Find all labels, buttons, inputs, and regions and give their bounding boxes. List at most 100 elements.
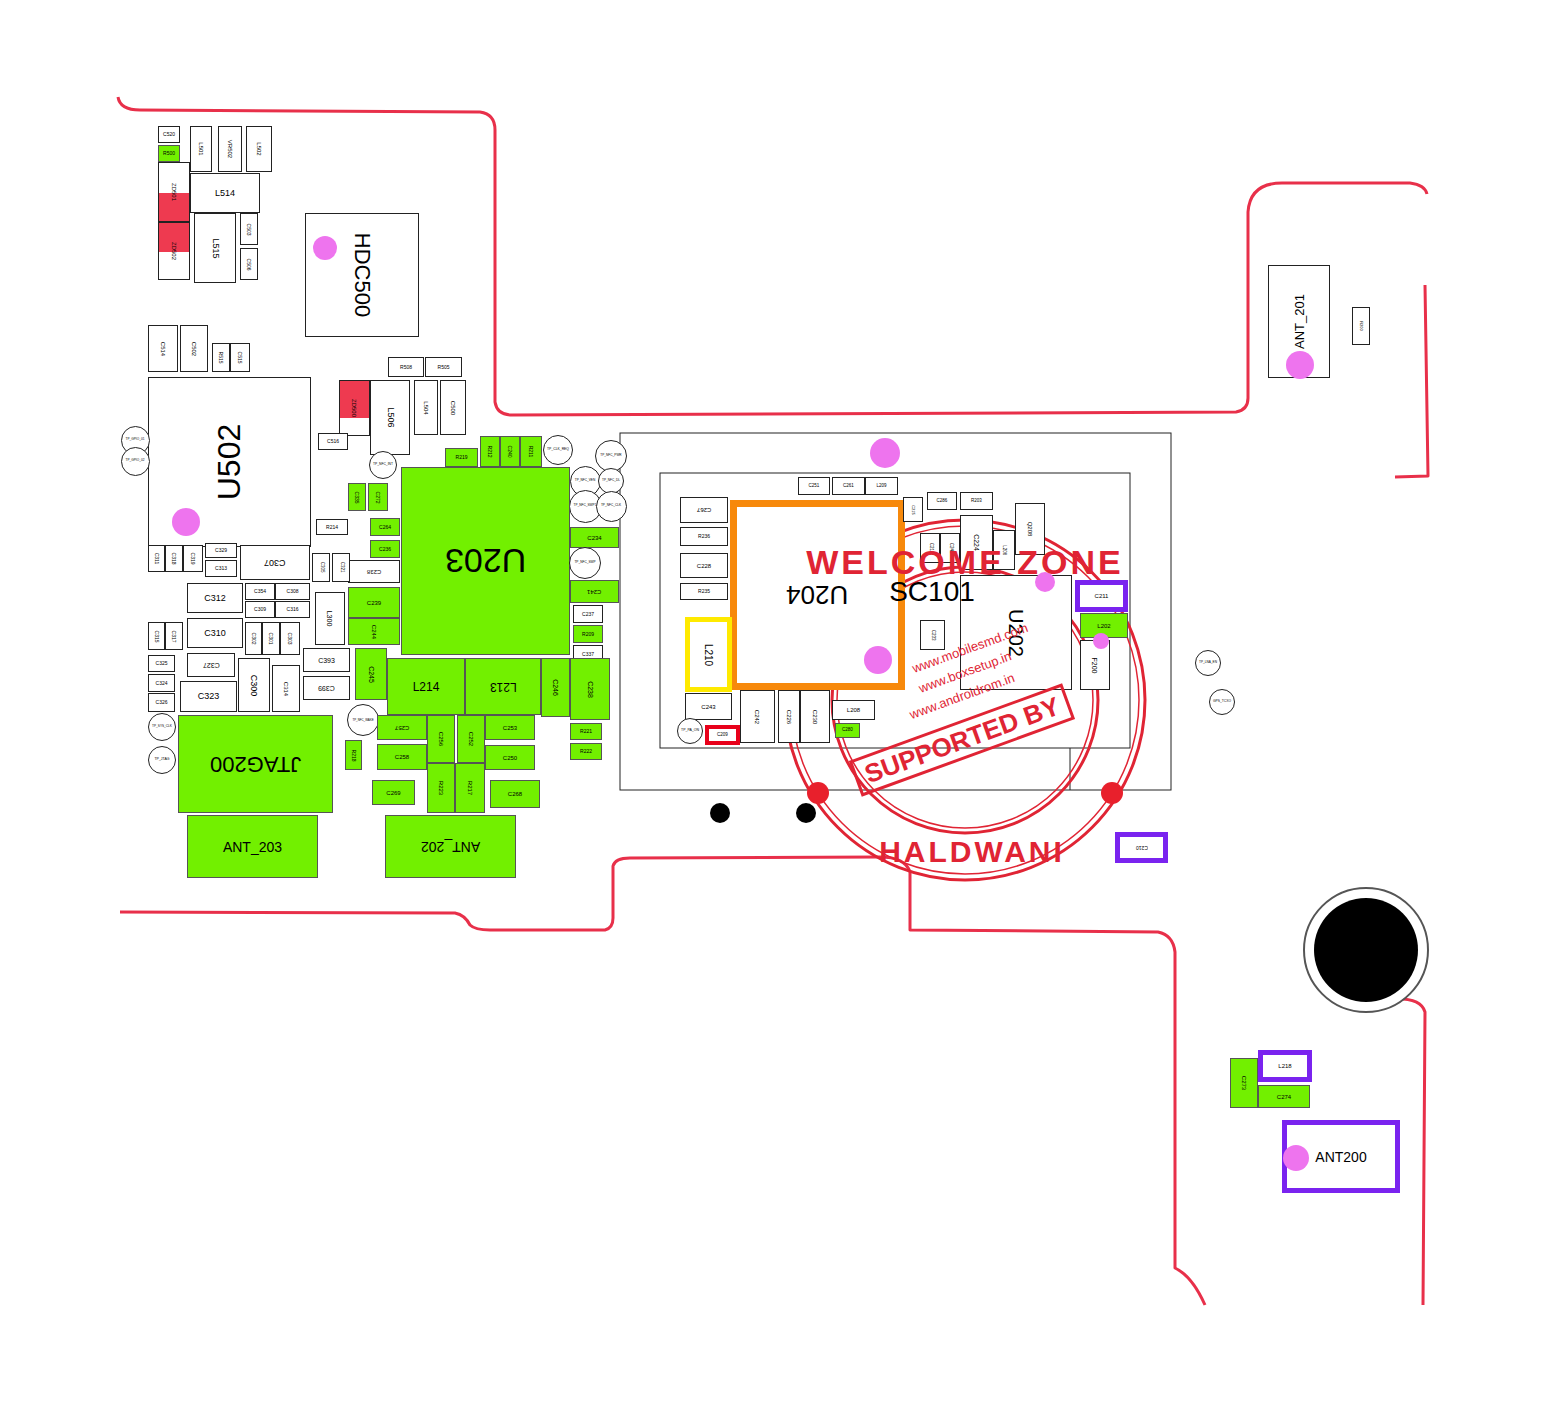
part-name: C213: [928, 543, 933, 554]
part-name: C337: [582, 652, 594, 657]
component-box: C308: [275, 583, 310, 600]
part-name: C312: [204, 594, 226, 603]
test-point: TP_NFC_WAKE: [347, 704, 379, 736]
component-box: R236: [680, 527, 728, 546]
part-name: C329: [215, 548, 227, 553]
part-name: R200: [1359, 321, 1363, 331]
test-point: TP_CLK_REQ: [543, 435, 573, 465]
part-name: C514: [160, 341, 166, 355]
test-point-name: TP_NFC_PWR: [600, 454, 621, 457]
test-point-name: TP_SYS_CLK: [152, 725, 172, 728]
component-box: L514: [190, 173, 260, 213]
component-box: R223: [427, 763, 455, 813]
part-name: C335: [354, 491, 359, 503]
part-name: C393: [318, 657, 335, 664]
part-name: R235: [698, 589, 710, 594]
part-name: C515: [237, 352, 242, 364]
component-box: C399: [303, 676, 350, 700]
mounting-dot: [796, 803, 816, 823]
component-box: R203: [960, 492, 993, 510]
part-name: C303: [287, 633, 292, 645]
component-box: C325: [148, 655, 175, 672]
component-box: C321: [332, 553, 350, 582]
component-box: C250: [485, 745, 535, 770]
part-name: L213: [490, 681, 517, 693]
component-box: C520: [158, 126, 180, 143]
test-point-name: TP_NFC_DL: [602, 479, 620, 482]
part-name: C273: [1241, 1076, 1247, 1090]
component-box: C327: [187, 653, 235, 677]
part-name: C251: [809, 484, 820, 489]
component-box: C303: [280, 622, 300, 655]
part-name: C246: [552, 679, 559, 696]
component-box: R217: [455, 763, 485, 813]
component-box: C242: [740, 690, 775, 743]
test-point-dot: [172, 508, 200, 536]
part-name: L502: [256, 142, 262, 155]
component-box: ZD501: [158, 162, 190, 222]
part-name: U502: [214, 424, 246, 501]
test-point: TP_PA_ON: [677, 718, 703, 744]
part-name: L202: [1097, 623, 1110, 629]
component-box: ZD502: [158, 222, 190, 280]
part-name: C261: [843, 484, 854, 489]
part-name: ANT_202: [421, 840, 480, 854]
component-box: C215: [903, 497, 923, 522]
component-box: C315: [148, 622, 165, 650]
part-name: C520: [163, 132, 175, 137]
mounting-dot: [710, 803, 730, 823]
component-box: C240: [500, 436, 520, 467]
part-name: C302: [251, 633, 256, 645]
component-box: C515: [230, 343, 250, 372]
component-box: C257: [377, 715, 427, 740]
part-name: VR502: [227, 140, 233, 158]
part-name: L515: [211, 238, 220, 258]
part-name: C313: [215, 566, 227, 571]
part-name: C245: [367, 666, 374, 683]
vibrator-motor: [1304, 888, 1428, 1012]
test-point-dot: [864, 646, 892, 674]
part-name: L501: [198, 142, 204, 155]
part-name: L210: [704, 643, 714, 665]
component-box: C233: [920, 620, 945, 650]
part-name: R218: [351, 749, 356, 761]
component-box: C211: [1075, 580, 1128, 612]
part-name: C500: [450, 400, 456, 414]
component-box: C335: [348, 483, 366, 511]
part-name: ZD500: [351, 399, 357, 417]
component-box: L210: [685, 617, 732, 692]
part-name: C236: [379, 547, 391, 552]
component-box: C267: [680, 497, 728, 523]
component-box: U203: [401, 467, 570, 655]
test-point-dot: [870, 438, 900, 468]
component-box: ANT200: [1282, 1120, 1400, 1193]
part-name: C267: [697, 507, 711, 513]
part-name: R515: [218, 352, 223, 364]
component-box: C241: [570, 580, 619, 603]
component-box: C280: [835, 723, 860, 738]
board-outline: [120, 857, 1205, 1305]
component-box: U204: [730, 500, 905, 690]
part-name: C399: [318, 685, 335, 692]
part-name: R212: [487, 446, 492, 458]
component-box: C256: [427, 715, 455, 763]
component-box: C209: [705, 725, 740, 745]
component-box: C393: [303, 648, 350, 672]
component-box: L214: [387, 658, 465, 715]
component-box: C236: [370, 540, 400, 558]
part-name: C309: [254, 607, 266, 612]
test-point: TP_NFC_INT: [369, 451, 397, 479]
test-point-name: TP_PA_ON: [681, 729, 699, 733]
component-box: L502: [246, 126, 272, 172]
component-box: R212: [480, 436, 500, 467]
component-box: R505: [425, 357, 462, 377]
part-name: C301: [268, 633, 273, 645]
component-box: L515: [194, 213, 236, 283]
part-name: L514: [215, 189, 235, 198]
part-name: C264: [379, 525, 391, 530]
part-name: C257: [395, 725, 409, 731]
part-name: C224: [973, 534, 980, 551]
component-box: C238: [348, 560, 400, 583]
part-name: C310: [204, 629, 226, 638]
